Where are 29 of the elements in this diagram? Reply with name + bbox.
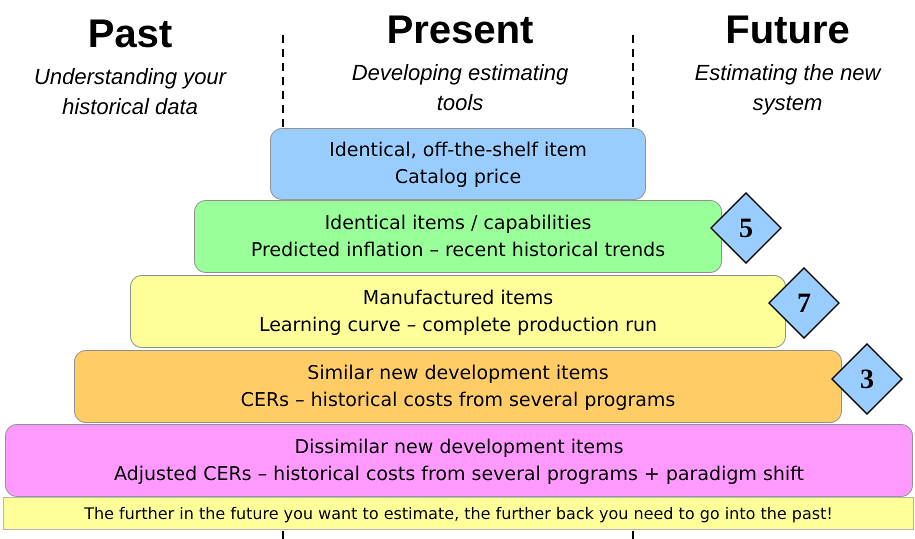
tier-title: Similar new development items — [307, 360, 609, 386]
tier-box — [74, 350, 842, 423]
step-number: 7 — [797, 290, 811, 316]
column-subtitle: Estimating the new system — [694, 59, 882, 117]
step-number: 3 — [860, 366, 874, 392]
tier-method: Predicted inflation – recent historical trends — [250, 238, 666, 262]
number-diamond — [768, 267, 840, 339]
tier-method: Adjusted CERs – historical costs from several programs + paradigm shift — [114, 462, 804, 486]
tier-method: Catalog price — [394, 165, 522, 190]
tier-method: Learning curve – complete production run — [258, 312, 658, 338]
tier-title: Identical, off-the-shelf item — [329, 138, 587, 163]
tier-title: Dissimilar new development items — [294, 434, 624, 460]
tier-box — [5, 424, 913, 497]
column-subtitle: Understanding your historical data — [32, 63, 228, 121]
tier-box — [194, 200, 722, 273]
column-heading: Future — [724, 8, 851, 53]
note-text: The further in the future you want to estimate, the further back you need to go into the past! — [84, 503, 833, 525]
column-subtitle: Developing estimating tools — [350, 59, 570, 117]
column-heading: Past — [86, 12, 174, 57]
tier-box — [130, 275, 786, 348]
number-diamond — [710, 192, 782, 264]
tier-title: Manufactured items — [362, 286, 554, 310]
step-number: 5 — [739, 214, 753, 242]
tier-title: Identical items / capabilities — [324, 210, 592, 236]
note-banner — [3, 497, 914, 530]
tier-box — [270, 128, 646, 200]
number-diamond — [831, 343, 903, 415]
column-heading: Present — [386, 8, 534, 53]
tier-method: CERs – historical costs from several programs — [240, 388, 676, 412]
